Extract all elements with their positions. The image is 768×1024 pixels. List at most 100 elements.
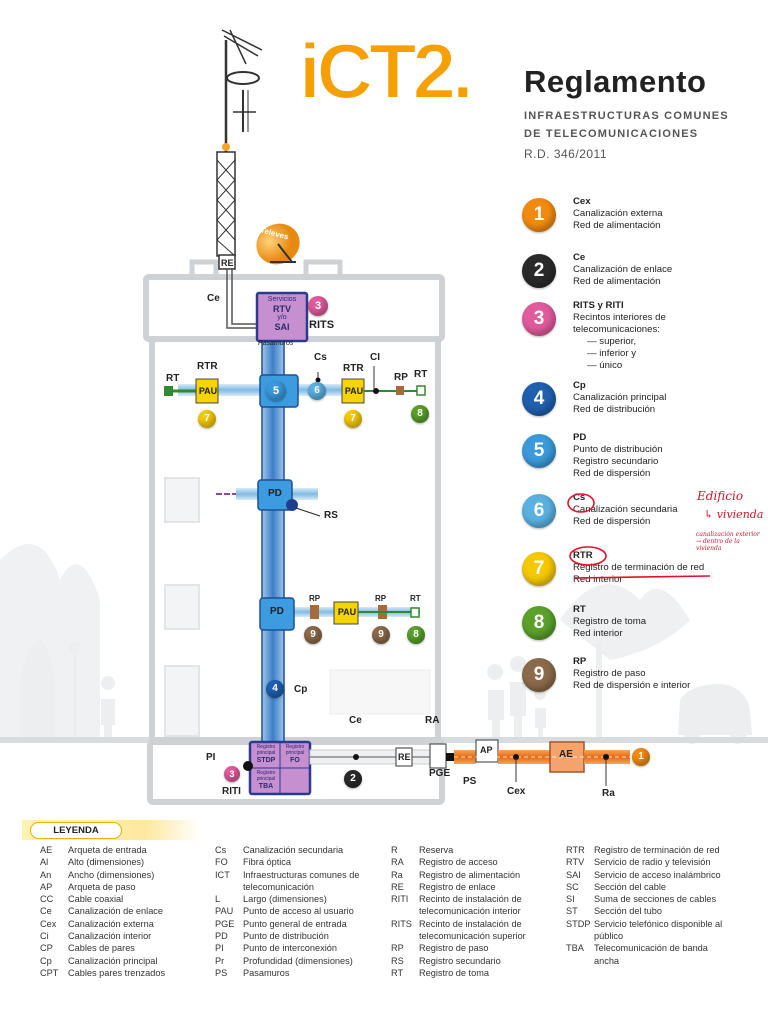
leyenda-abbr: Ci (40, 931, 49, 942)
leyenda-definition: Punto general de entrada (243, 918, 347, 929)
label-pau-left: PAU (198, 386, 218, 396)
label-cs: Cs (314, 352, 327, 363)
ict2-logo: iCT2. (297, 26, 517, 116)
handwritten-note-detail: canalización exterior → dentro de la viv… (696, 531, 760, 552)
leyenda-definition: Registro de paso (419, 943, 489, 954)
number-1-icon: 1 (522, 198, 556, 232)
background-scenery (0, 544, 752, 744)
legend-item-line: Red de dispersión (573, 516, 651, 527)
stdp-box-line-2: STDP (256, 757, 276, 764)
leyenda-abbr: R (391, 845, 398, 855)
number-4-icon: 4 (522, 382, 556, 416)
fo-box-text: Registro principal FO (281, 744, 309, 765)
label-rt-floor3: RT (410, 594, 421, 603)
diagram-marker-3-top: 3 (308, 296, 328, 316)
leyenda-definition: Registro de enlace (419, 881, 496, 892)
leyenda-abbr: SAI (566, 869, 581, 880)
subtitle-line-1: INFRAESTRUCTURAS COMUNES (524, 110, 729, 122)
legend-item-line: Red de dispersión (573, 468, 651, 479)
legend-item-code: RP (573, 656, 587, 667)
label-re-top: RE (221, 258, 234, 268)
diagram-marker-7-left: 7 (198, 410, 216, 428)
leyenda-abbr: CC (40, 894, 54, 905)
diagram-marker-2: 2 (344, 770, 362, 788)
leyenda-definition: Cables pares trenzados (68, 967, 166, 978)
tba-box-line-2: TBA (258, 783, 274, 790)
legend-item-code: Cex (573, 196, 591, 207)
leyenda-definition: Canalización secundaria (243, 845, 344, 855)
leyenda-abbr: PAU (215, 906, 234, 917)
number-7-icon: 7 (522, 552, 556, 586)
leyenda-definition: Alto (dimensiones) (68, 857, 145, 868)
diagram-marker-4: 4 (266, 680, 284, 698)
legend-item-line: Canalización principal (573, 392, 667, 403)
label-cp: Cp (294, 684, 308, 695)
leyenda-abbr: Ra (391, 869, 403, 880)
label-ps: PS (463, 776, 477, 787)
label-riti: RITI (222, 786, 241, 797)
leyenda-definition: Registro de alimentación (419, 869, 521, 880)
circle-rtr-mark (569, 546, 607, 566)
legend-item-line: Canalización externa (573, 208, 663, 219)
legend-item-subline: superior, (573, 336, 666, 348)
tba-box-line-1: Registro principal (256, 770, 276, 782)
leyenda-definition: Ancho (dimensiones) (68, 869, 155, 880)
leyenda-definition: Recinto de instalación de telecomunicaci… (419, 918, 526, 942)
legend-item-code: Cs (573, 492, 586, 503)
leyenda-abbr: TBA (566, 943, 584, 954)
label-rs: RS (324, 510, 338, 521)
antenna-mast-icon (216, 29, 263, 270)
legend-item-code: PD (573, 432, 587, 443)
rits-box-line-2: RTV (273, 304, 291, 314)
leyenda-definition: Canalización principal (68, 955, 158, 966)
leyenda-title: LEYENDA (30, 822, 122, 839)
leyenda-abbr: ST (566, 906, 578, 917)
leyenda-definition: Registro secundario (419, 955, 501, 966)
legend-item-line: Punto de distribución (573, 444, 663, 455)
number-5-icon: 5 (522, 434, 556, 468)
leyenda-abbr: CPT (40, 967, 59, 978)
pau-box-left (195, 378, 219, 404)
leyenda-row: RE Registro de enlace (391, 881, 559, 893)
leyenda-definition: Fibra óptica (243, 857, 292, 868)
legend-item-line: Registro de toma (573, 616, 647, 627)
leyenda-abbr: RE (391, 881, 404, 892)
leyenda-abbr: Cex (40, 918, 57, 929)
leyenda-definition: Arqueta de entrada (68, 845, 147, 855)
leyenda-abbr: CP (40, 943, 53, 954)
rits-box-text: Servicios RTV y/o SAI (259, 296, 305, 332)
label-re-bottom: RE (398, 752, 411, 762)
leyenda-definition: Punto de distribución (243, 931, 329, 942)
leyenda-abbr: RITS (391, 918, 412, 929)
label-rt-left: RT (166, 373, 180, 384)
label-pd-floor3: PD (270, 606, 284, 617)
leyenda-abbr: RP (391, 943, 404, 954)
label-ra: Ra (602, 788, 615, 799)
label-pd-floor2: PD (268, 488, 282, 499)
legend-item-code: Cp (573, 380, 586, 391)
label-ce-top: Ce (207, 293, 220, 304)
leyenda-definition: Registro de acceso (419, 857, 498, 868)
rits-box (255, 291, 309, 343)
